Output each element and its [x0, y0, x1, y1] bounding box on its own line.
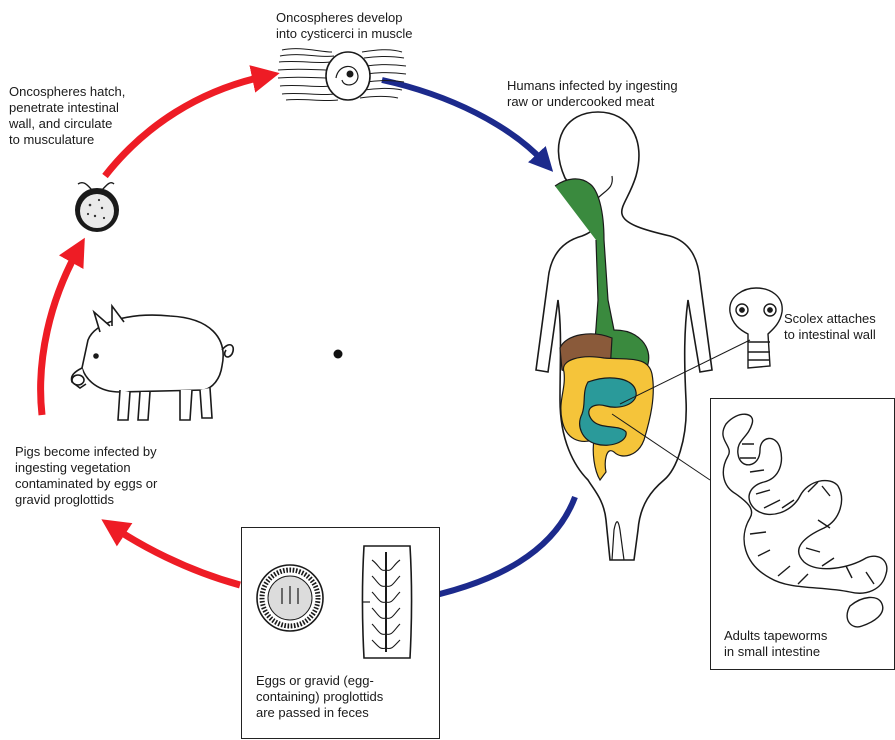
label-eggs-feces: Eggs or gravid (egg- containing) proglot…: [256, 673, 383, 721]
label-human-ingestion: Humans infected by ingesting raw or unde…: [507, 78, 678, 110]
gravid-proglottid-illustration: [362, 546, 412, 658]
label-adults: Adults tapeworms in small intestine: [724, 628, 827, 660]
egg-illustration: [257, 565, 323, 631]
label-pig-infection: Pigs become infected by ingesting vegeta…: [15, 444, 157, 508]
label-oncosphere-hatch: Oncospheres hatch, penetrate intestinal …: [9, 84, 125, 148]
label-cysticerci: Oncospheres develop into cysticerci in m…: [276, 10, 413, 42]
label-scolex: Scolex attaches to intestinal wall: [784, 311, 876, 343]
